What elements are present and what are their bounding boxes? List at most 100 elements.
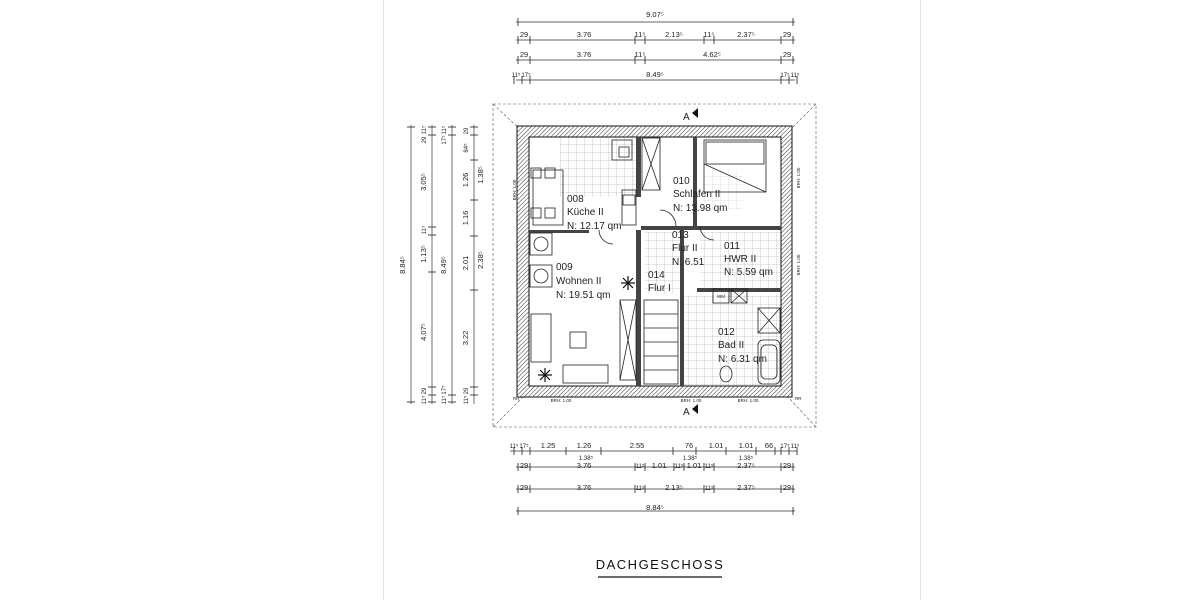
dim-left-c4-d: 1.26: [461, 173, 470, 188]
rr-label: RR: [795, 396, 802, 401]
rr-label: RR: [513, 396, 520, 401]
room-010-number: 010: [673, 176, 690, 187]
brh-label: BRH: 1.00: [738, 398, 759, 403]
dim-left-c4-b: 84⁵: [463, 143, 470, 153]
dim-left-c4-a: 29: [464, 127, 470, 134]
dim-bot-sub-a: 1.38⁵: [579, 455, 594, 462]
appliance-dw: [529, 264, 553, 288]
dim-bot-r1-a: 11⁵: [510, 443, 519, 450]
dim-left-c2-f: 4.07⁵: [419, 323, 428, 341]
room-008-area: N: 12.17 qm: [567, 221, 621, 232]
brh-label: BRH: 1.00: [681, 398, 702, 403]
dim-top-r1-a: 29: [520, 30, 528, 39]
dim-left-c2-c: 3.05⁵: [419, 173, 428, 191]
dim-top-r1-d: 2.13⁵: [665, 30, 683, 39]
dim-left-c2-d: 11⁵: [421, 225, 428, 234]
dim-left-c3-c: 8.49⁵: [439, 256, 448, 274]
coffee-table: [569, 331, 587, 349]
dim-top-r3-d: 17⁵: [780, 72, 790, 79]
bed: [703, 139, 767, 193]
dim-top-r1-c: 11⁵: [635, 30, 646, 39]
dim-bot-r2-b: 3.76: [577, 461, 592, 470]
dim-top-r2-e: 29: [783, 50, 791, 59]
fixtures: [529, 137, 781, 385]
dim-bot-r3-e: 11⁵: [705, 485, 714, 492]
section-mark-top: A: [683, 112, 690, 123]
room-014-number: 014: [648, 270, 665, 281]
room-012-name: Bad II: [718, 340, 744, 351]
dim-bot-r2-c: 11⁵: [636, 463, 645, 470]
room-009-name: Wohnen II: [556, 276, 601, 287]
toilet: [719, 365, 733, 383]
dim-top-r3-c: 8.49⁵: [646, 70, 664, 79]
drawing-title-text: DACHGESCHOSS: [596, 557, 725, 572]
appliance-d: [529, 232, 553, 256]
dim-top-r3-e: 11⁵: [791, 72, 800, 79]
sofa: [530, 313, 552, 363]
dim-bot-r1-g: 1.01: [709, 441, 724, 450]
dim-left-c4-i: 29: [464, 387, 470, 394]
dim-left-c4-j: 11⁵: [463, 395, 470, 404]
top-dimension-labels: 9.07⁵ 29 3.76 11⁵ 2.13⁵ 11⁵ 2.37⁵ 29 29 …: [512, 10, 800, 79]
top-dimension-chains: [513, 18, 798, 84]
dim-bot-overall: 8.84⁵: [646, 503, 664, 512]
dim-bot-r3-g: 29: [783, 483, 791, 492]
room-009-area: N: 19.51 qm: [556, 290, 610, 301]
room-010-area: N: 13.98 qm: [673, 203, 727, 214]
section-markers: A A: [683, 108, 698, 418]
room-012-area: N: 6.31 qm: [718, 354, 767, 365]
dim-top-r3-a: 11⁵: [512, 72, 521, 79]
dim-left-c2-b: 29: [422, 136, 428, 143]
dim-top-r2-a: 29: [520, 50, 528, 59]
dim-top-r1-g: 29: [783, 30, 791, 39]
dim-bot-r2-i: 29: [783, 461, 791, 470]
bathtub: [757, 339, 781, 385]
room-014-name: Flur I: [648, 283, 671, 294]
brh-label: BRH: 1.00: [512, 179, 517, 200]
dim-bot-r2-a: 29: [520, 461, 528, 470]
door-swing-3: [699, 225, 715, 241]
room-011-number: 011: [724, 241, 740, 252]
tiled-floors: [560, 137, 784, 390]
dim-bot-sub-c: 1.38⁵: [739, 455, 754, 462]
dim-bot-r3-b: 3.76: [577, 483, 592, 492]
room-013-number: 013: [672, 230, 689, 241]
dim-left-c4-g: 2.38⁵: [476, 251, 485, 269]
dim-left-c4-e: 1.16: [461, 211, 470, 226]
dim-bot-r3-d: 2.13⁵: [665, 483, 683, 492]
dim-left-c2-h: 11⁵: [421, 395, 428, 404]
kitchen-sink: [611, 139, 633, 161]
room-011-area: N: 5.59 qm: [724, 267, 773, 278]
room-010-name: Schlafen II: [673, 189, 720, 200]
dim-top-r2-c: 11⁵: [635, 50, 646, 59]
kitchen-counter: [621, 189, 637, 226]
dim-left-c2-e: 1.13⁵: [419, 245, 428, 263]
drawing-title: DACHGESCHOSS: [596, 557, 725, 578]
brh-label: BRH: 1.00: [551, 398, 572, 403]
room-labels: 008 Küche II N: 12.17 qm 010 Schlafen II…: [556, 176, 773, 365]
dim-bot-r3-f: 2.37⁵: [737, 483, 755, 492]
dim-left-overall: 8.84⁵: [398, 256, 407, 274]
left-dimension-chains: [407, 125, 478, 404]
dim-top-r3-b: 17⁵: [521, 72, 531, 79]
room-012-number: 012: [718, 327, 735, 338]
room-013-name: Flur II: [672, 243, 698, 254]
dim-top-r2-d: 4.62⁵: [703, 50, 721, 59]
plant-icon: [538, 368, 552, 382]
dim-left-c3-d: 17⁵: [441, 385, 448, 395]
dim-bot-r1-b: 17⁵: [519, 443, 529, 450]
section-arrow-top-icon: [692, 108, 698, 118]
dim-bot-r1-c: 1.25: [541, 441, 556, 450]
room-008-name: Küche II: [567, 207, 604, 218]
left-dimension-labels: 8.84⁵ 11⁵ 29 3.05⁵ 11⁵ 1.13⁵ 4.07⁵ 29 11…: [398, 125, 485, 404]
dim-bot-r1-j: 17⁵: [780, 443, 790, 450]
dim-bot-r1-k: 11⁵: [791, 443, 800, 450]
wm-label: WM: [717, 294, 725, 299]
bottom-dimension-labels: 11⁵ 17⁵ 1.25 1.26 2.55 76 1.01 1.01 66 1…: [510, 441, 800, 512]
sideboard: [562, 364, 609, 384]
dim-bot-r2-g: 11⁵: [705, 463, 714, 470]
section-arrow-bottom-icon: [692, 404, 698, 414]
plant-icons: [538, 276, 635, 382]
room-009-number: 009: [556, 262, 573, 273]
roof-outline: [492, 103, 817, 428]
